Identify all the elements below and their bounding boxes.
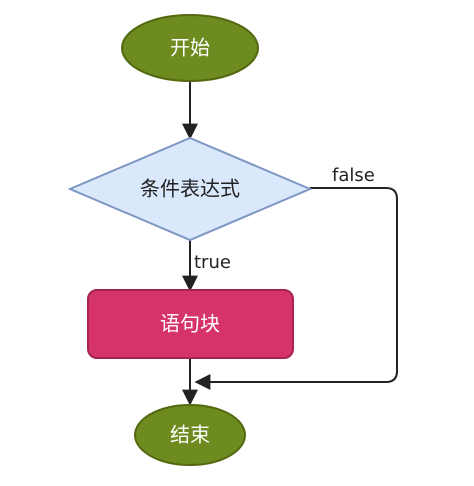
edge-condition-false (194, 187, 398, 390)
edge-label-true: true (194, 252, 231, 273)
node-end-label: 结束 (170, 423, 210, 447)
node-condition-label: 条件表达式 (140, 177, 240, 201)
node-end (134, 404, 246, 466)
edge-label-false: false (332, 165, 375, 186)
node-block (87, 289, 294, 359)
node-condition (67, 136, 313, 242)
node-start-label: 开始 (170, 36, 210, 60)
node-block-label: 语句块 (160, 312, 220, 336)
node-start (121, 14, 259, 82)
